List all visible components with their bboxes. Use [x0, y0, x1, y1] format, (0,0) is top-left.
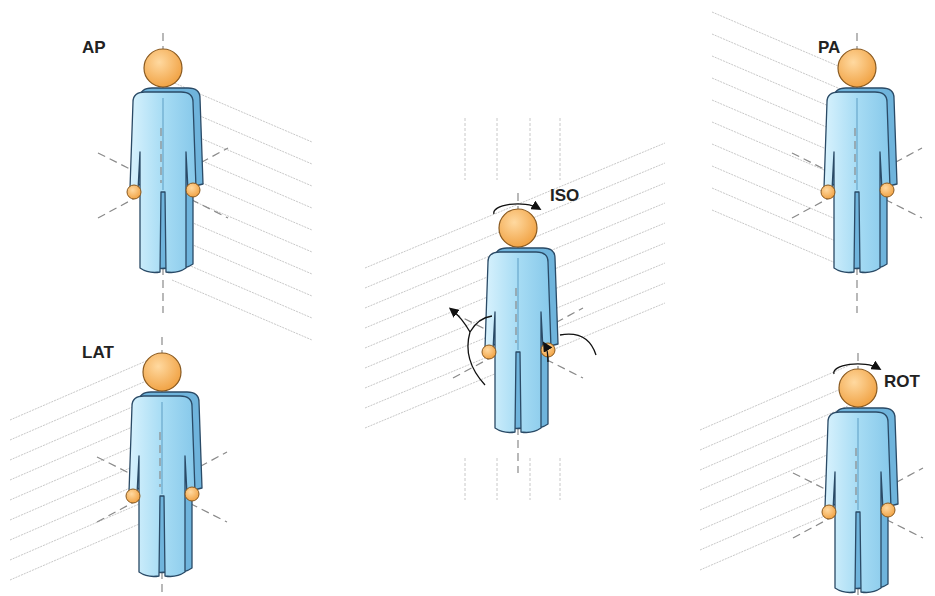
head: [144, 49, 182, 87]
axis-line: [159, 432, 160, 487]
view-label: PA: [818, 38, 840, 58]
axis-line: [160, 128, 161, 183]
hand: [126, 489, 140, 503]
hand: [127, 185, 141, 199]
human-figure: [453, 193, 583, 473]
beam-line: [172, 258, 312, 318]
body-seam: [161, 402, 162, 494]
beam-line: [700, 505, 850, 570]
rotation-arrow: [468, 316, 492, 385]
hand: [185, 487, 199, 501]
view-label: LAT: [82, 343, 114, 363]
rotation-arrow: [545, 345, 548, 362]
beam-line: [10, 515, 160, 580]
beam-line: [560, 458, 561, 500]
figure-body: [129, 396, 195, 577]
view-label: AP: [82, 38, 106, 58]
beam-line: [530, 118, 531, 180]
rotation-arrow: [452, 310, 470, 332]
hand: [881, 503, 895, 517]
beam-line: [560, 118, 561, 180]
beam-line: [712, 12, 852, 72]
body-seam: [162, 98, 163, 190]
beam-line: [497, 458, 498, 500]
view-label: ISO: [550, 186, 579, 206]
beam-line: [465, 118, 466, 180]
figure-body: [824, 92, 890, 273]
head: [839, 369, 877, 407]
hand: [482, 345, 496, 359]
beam-line: [712, 210, 852, 270]
figure-body: [825, 412, 891, 593]
head: [499, 209, 537, 247]
beam-line: [465, 458, 466, 500]
figure-body: [130, 92, 196, 273]
body-seam: [857, 418, 858, 510]
rotation-arrow: [834, 364, 878, 374]
head: [838, 49, 876, 87]
hand: [821, 185, 835, 199]
human-figure: [98, 33, 228, 313]
figure-body: [485, 252, 551, 433]
human-figure: [793, 353, 923, 596]
rotation-arrow: [560, 334, 596, 355]
view-label: ROT: [884, 372, 920, 392]
beam-line: [497, 118, 498, 180]
beam-line: [10, 495, 160, 560]
axis-line: [855, 448, 856, 503]
hand: [880, 183, 894, 197]
beam-line: [712, 34, 852, 94]
beam-line: [172, 280, 312, 340]
human-figure: [792, 33, 922, 313]
rotation-arrow: [494, 204, 538, 214]
hand: [822, 505, 836, 519]
hand: [186, 183, 200, 197]
human-figure: [97, 337, 227, 596]
body-seam: [517, 258, 518, 350]
axis-line: [854, 128, 855, 183]
axis-line: [515, 288, 516, 343]
beam-line: [530, 458, 531, 500]
head: [143, 353, 181, 391]
body-seam: [856, 98, 857, 190]
